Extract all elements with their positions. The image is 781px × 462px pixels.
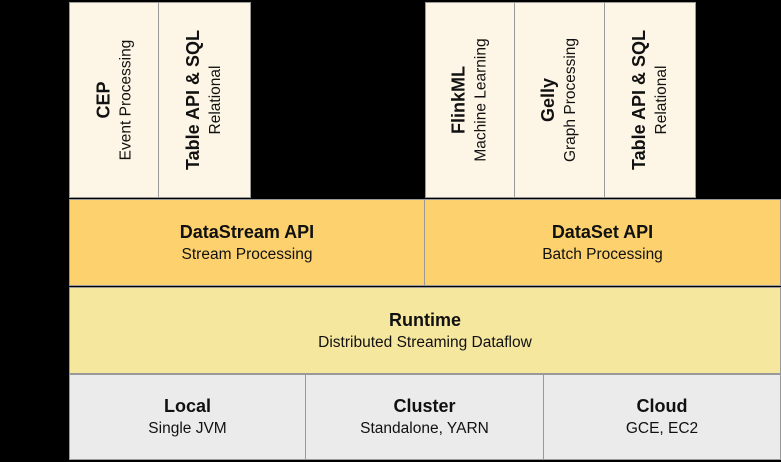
api-box-datastream: DataStream API Stream Processing: [69, 199, 425, 286]
library-box-table-api-sql-right: Table API & SQL Relational: [604, 2, 696, 198]
api-title: DataStream API: [179, 221, 315, 242]
deploy-subtitle: Standalone, YARN: [360, 420, 489, 437]
library-title: FlinkML: [449, 66, 470, 135]
deploy-title: Local: [163, 396, 211, 416]
library-subtitle: Machine Learning: [473, 38, 491, 162]
library-title: CEP: [93, 81, 113, 119]
library-box-table-api-sql-left: Table API & SQL Relational: [158, 2, 251, 198]
library-subtitle: Event Processing: [117, 39, 134, 161]
library-box-flinkml: FlinkML Machine Learning: [425, 2, 515, 198]
library-title: Gelly: [538, 77, 559, 123]
deploy-box-cluster: Cluster Standalone, YARN: [305, 374, 544, 460]
runtime-subtitle: Distributed Streaming Dataflow: [318, 333, 532, 351]
api-subtitle: Batch Processing: [542, 245, 663, 263]
api-box-dataset: DataSet API Batch Processing: [424, 199, 781, 286]
library-title: Table API & SQL: [629, 29, 649, 171]
deploy-title: Cluster: [393, 396, 456, 416]
library-subtitle: Relational: [207, 65, 225, 135]
library-title: Table API & SQL: [183, 29, 204, 171]
api-subtitle: Stream Processing: [181, 245, 313, 263]
library-box-cep: CEP Event Processing: [69, 2, 159, 198]
library-box-cep-text: CEP Event Processing: [91, 40, 137, 161]
deploy-title: Cloud: [636, 396, 688, 416]
library-box-table-right-text: Table API & SQL Relational: [627, 30, 673, 170]
deploy-subtitle: Single JVM: [148, 420, 227, 437]
library-box-flinkml-text: FlinkML Machine Learning: [447, 38, 493, 161]
library-box-gelly-text: Gelly Graph Processing: [537, 38, 583, 162]
library-box-table-left-text: Table API & SQL Relational: [182, 30, 228, 170]
library-subtitle: Graph Processing: [562, 37, 580, 163]
deploy-subtitle: GCE, EC2: [625, 420, 699, 437]
library-subtitle: Relational: [653, 65, 670, 135]
runtime-box: Runtime Distributed Streaming Dataflow: [69, 287, 781, 374]
deploy-box-local: Local Single JVM: [69, 374, 306, 460]
runtime-title: Runtime: [389, 309, 461, 330]
deploy-box-cloud: Cloud GCE, EC2: [543, 374, 781, 460]
library-box-gelly: Gelly Graph Processing: [514, 2, 605, 198]
api-title: DataSet API: [551, 221, 654, 242]
